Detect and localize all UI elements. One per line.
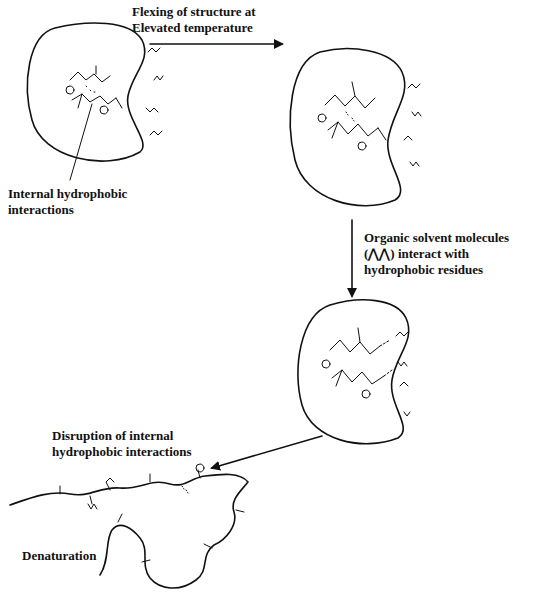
step-label: Disruption of internal hydrophobic inter…: [52, 428, 212, 460]
structure-label: Internal hydrophobic interactions: [8, 186, 138, 218]
step-label: Organic solvent molecules (⋀⋀) interact …: [364, 230, 534, 278]
step-label: Flexing of structure at Elevated tempera…: [132, 4, 282, 36]
result-label: Denaturation: [22, 548, 122, 564]
